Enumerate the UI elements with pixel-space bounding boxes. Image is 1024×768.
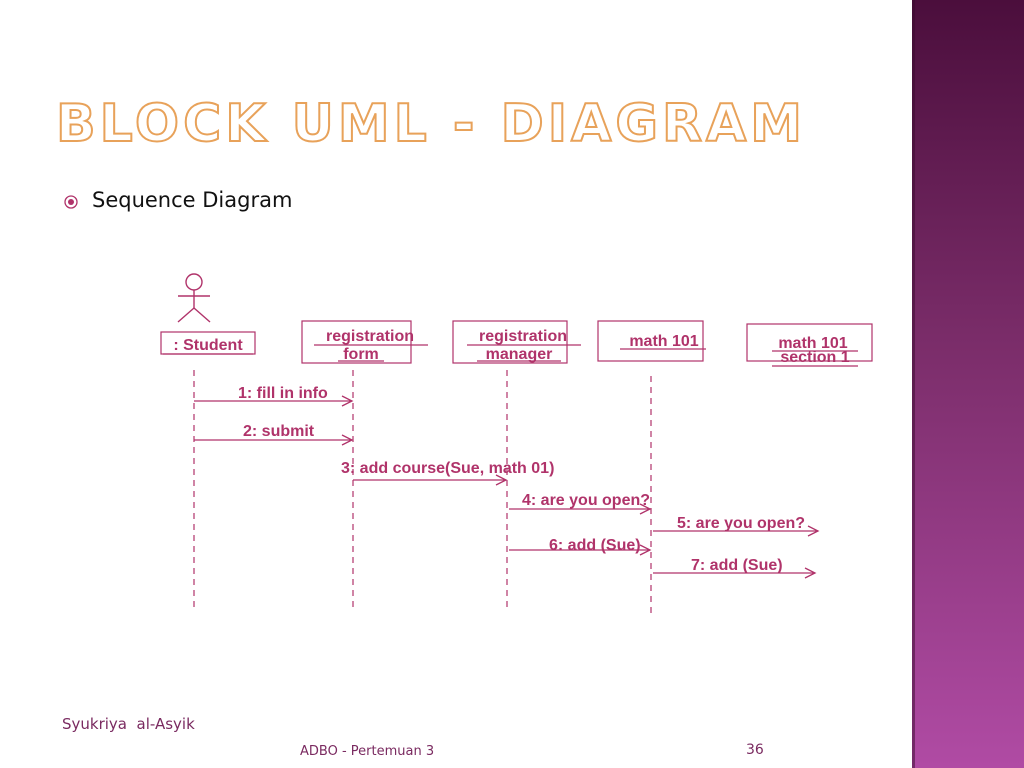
footer-course: ADBO - Pertemuan 3	[300, 744, 435, 759]
arrowhead-icon	[639, 503, 652, 515]
object-box-registration-manager	[452, 320, 568, 364]
student-actor-icon	[177, 273, 211, 323]
arrowhead-icon	[804, 567, 817, 579]
arrowhead-icon	[341, 434, 354, 446]
message-label-3: 3: add course(Sue, math 01)	[341, 460, 554, 477]
sequence-diagram: : Student registration form registration…	[160, 273, 873, 616]
arrowhead-icon	[495, 474, 508, 486]
object-label-math-101-section-1-line2: section 1	[780, 349, 849, 366]
object-box-math-101-section-1	[746, 323, 873, 362]
message-label-7: 7: add (Sue)	[691, 557, 783, 574]
object-label-math-101: math 101	[629, 333, 698, 350]
decorative-sidebar	[912, 0, 1024, 768]
object-box-registration-form	[301, 320, 412, 364]
bullet-text: Sequence Diagram	[92, 188, 293, 212]
object-label-registration-form-line2: form	[343, 346, 379, 363]
arrowhead-icon	[807, 525, 820, 537]
arrowhead-icon	[639, 544, 652, 556]
object-box-math-101	[597, 320, 704, 362]
message-label-4: 4: are you open?	[522, 492, 650, 509]
message-label-2: 2: submit	[243, 423, 315, 440]
object-label-registration-form-line1: registration	[326, 328, 414, 345]
arrowhead-icon	[341, 395, 354, 407]
page-number: 36	[746, 742, 764, 758]
bullet-icon	[64, 195, 78, 209]
slide-title: BLOCK UML - DIAGRAM	[55, 94, 807, 154]
object-label-math-101-section-1-line1: math 101	[778, 335, 847, 352]
object-label-registration-manager-line1: registration	[479, 328, 567, 345]
object-label-registration-manager-line2: manager	[486, 346, 553, 363]
footer-author: Syukriya al-Asyik	[62, 715, 195, 733]
actor-label-student: : Student	[173, 337, 243, 354]
message-label-1: 1: fill in info	[238, 385, 328, 402]
message-label-6: 6: add (Sue)	[549, 537, 641, 554]
message-label-5: 5: are you open?	[677, 515, 805, 532]
